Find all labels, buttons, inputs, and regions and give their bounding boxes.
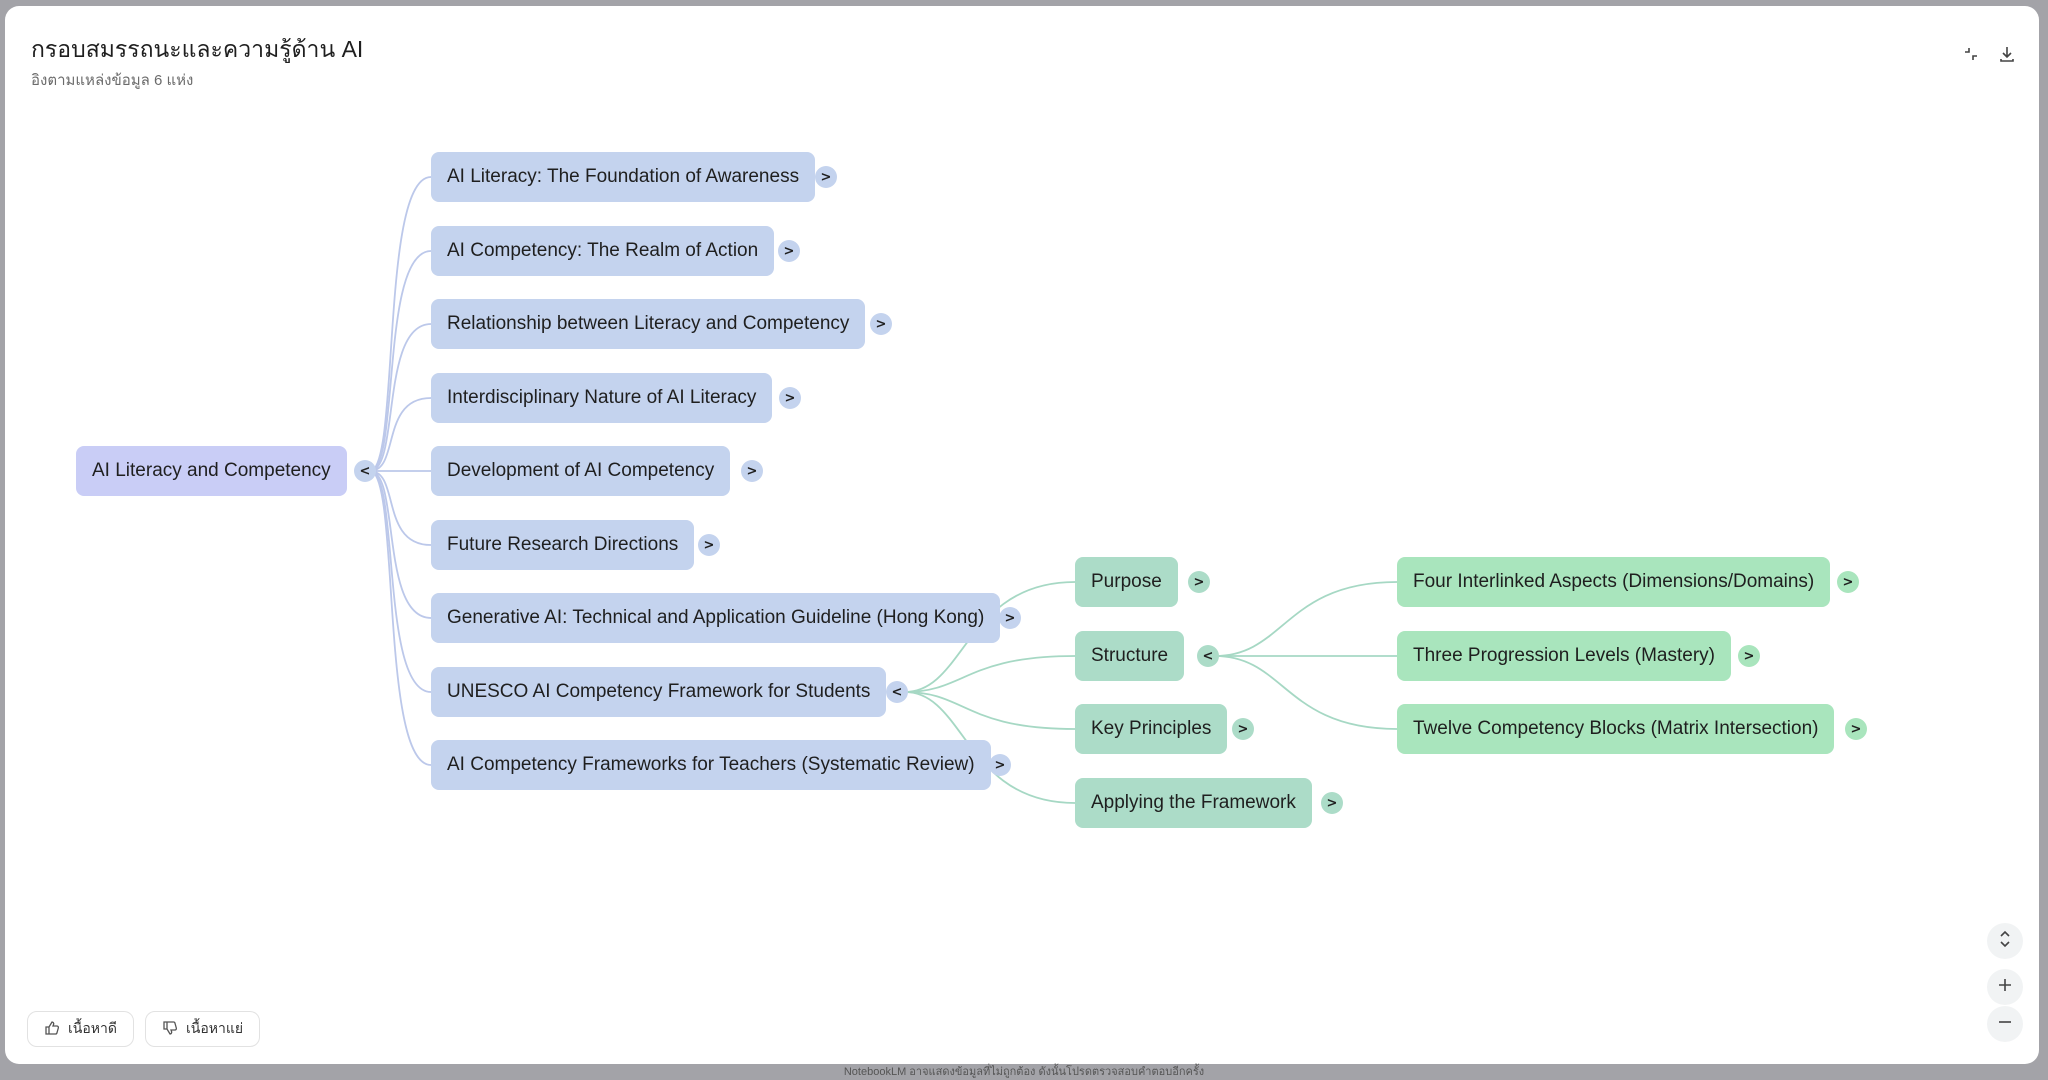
expand-toggle[interactable]: > bbox=[989, 754, 1011, 776]
node-unesco-framework[interactable]: UNESCO AI Competency Framework for Stude… bbox=[431, 667, 887, 717]
expand-toggle[interactable]: > bbox=[999, 607, 1021, 629]
node-label: Generative AI: Technical and Application… bbox=[447, 607, 985, 628]
plus-icon bbox=[1998, 978, 2012, 997]
node-four-aspects[interactable]: Four Interlinked Aspects (Dimensions/Dom… bbox=[1397, 557, 1831, 607]
bad-content-button[interactable]: เนื้อหาแย่ bbox=[145, 1011, 261, 1047]
node-ai-competency-realm[interactable]: AI Competency: The Realm of Action bbox=[431, 226, 775, 276]
good-content-button[interactable]: เนื้อหาดี bbox=[27, 1011, 134, 1047]
mindmap-dialog: กรอบสมรรถนะและความรู้ด้าน AI อิงตามแหล่ง… bbox=[5, 6, 2039, 1064]
page-subtitle: อิงตามแหล่งข้อมูล 6 แห่ง bbox=[31, 72, 194, 89]
node-label: Twelve Competency Blocks (Matrix Interse… bbox=[1413, 718, 1819, 739]
node-generative-ai-guideline[interactable]: Generative AI: Technical and Application… bbox=[431, 593, 1001, 643]
minus-icon bbox=[1998, 1015, 2012, 1034]
zoom-out-button[interactable] bbox=[1987, 1006, 2023, 1042]
expand-toggle[interactable]: > bbox=[778, 240, 800, 262]
zoom-in-button[interactable] bbox=[1987, 969, 2023, 1005]
mindmap-edges bbox=[369, 176, 1398, 804]
page-title: กรอบสมรรถนะและความรู้ด้าน AI bbox=[31, 36, 364, 62]
expand-collapse-icon bbox=[1997, 930, 2013, 953]
mindmap-root-node[interactable]: AI Literacy and Competency bbox=[76, 446, 347, 496]
node-label: Relationship between Literacy and Compet… bbox=[447, 313, 850, 334]
expand-collapse-button[interactable] bbox=[1987, 923, 2023, 959]
node-label: AI Competency Frameworks for Teachers (S… bbox=[447, 754, 975, 775]
collapse-toggle[interactable]: < bbox=[886, 681, 908, 703]
node-development-ai-competency[interactable]: Development of AI Competency bbox=[431, 446, 731, 496]
node-key-principles[interactable]: Key Principles bbox=[1075, 704, 1228, 754]
expand-toggle[interactable]: > bbox=[1232, 718, 1254, 740]
good-content-label: เนื้อหาดี bbox=[68, 1020, 117, 1036]
node-label: Purpose bbox=[1091, 571, 1162, 592]
node-label: AI Literacy: The Foundation of Awareness bbox=[447, 166, 800, 187]
node-label: Applying the Framework bbox=[1091, 792, 1296, 813]
expand-toggle[interactable]: > bbox=[1188, 571, 1210, 593]
node-label: UNESCO AI Competency Framework for Stude… bbox=[447, 681, 871, 702]
node-structure[interactable]: Structure bbox=[1075, 631, 1185, 681]
expand-toggle[interactable]: > bbox=[1837, 571, 1859, 593]
expand-toggle[interactable]: > bbox=[870, 313, 892, 335]
node-relationship-literacy-competency[interactable]: Relationship between Literacy and Compet… bbox=[431, 299, 866, 349]
node-label: Structure bbox=[1091, 645, 1169, 666]
node-label: Four Interlinked Aspects (Dimensions/Dom… bbox=[1413, 571, 1815, 592]
node-three-levels[interactable]: Three Progression Levels (Mastery) bbox=[1397, 631, 1731, 681]
collapse-toggle[interactable]: < bbox=[1197, 645, 1219, 667]
expand-toggle[interactable]: > bbox=[698, 534, 720, 556]
bad-content-label: เนื้อหาแย่ bbox=[186, 1020, 244, 1036]
node-teacher-frameworks[interactable]: AI Competency Frameworks for Teachers (S… bbox=[431, 740, 991, 790]
root-node-label: AI Literacy and Competency bbox=[92, 460, 331, 481]
node-purpose[interactable]: Purpose bbox=[1075, 557, 1178, 607]
thumbs-up-icon bbox=[44, 1020, 60, 1039]
node-applying-framework[interactable]: Applying the Framework bbox=[1075, 778, 1312, 828]
expand-toggle[interactable]: > bbox=[741, 460, 763, 482]
root-collapse-toggle[interactable]: < bbox=[354, 460, 376, 482]
node-future-research[interactable]: Future Research Directions bbox=[431, 520, 695, 570]
node-ai-literacy-foundation[interactable]: AI Literacy: The Foundation of Awareness bbox=[431, 152, 816, 202]
expand-toggle[interactable]: > bbox=[1321, 792, 1343, 814]
node-interdisciplinary-nature[interactable]: Interdisciplinary Nature of AI Literacy bbox=[431, 373, 773, 423]
node-label: Development of AI Competency bbox=[447, 460, 715, 481]
expand-toggle[interactable]: > bbox=[1738, 645, 1760, 667]
node-twelve-blocks[interactable]: Twelve Competency Blocks (Matrix Interse… bbox=[1397, 704, 1835, 754]
node-label: Interdisciplinary Nature of AI Literacy bbox=[447, 387, 757, 408]
node-label: Three Progression Levels (Mastery) bbox=[1413, 645, 1715, 666]
node-label: Key Principles bbox=[1091, 718, 1212, 739]
expand-toggle[interactable]: > bbox=[1845, 718, 1867, 740]
download-icon[interactable] bbox=[1993, 40, 2021, 68]
node-label: AI Competency: The Realm of Action bbox=[447, 240, 759, 261]
thumbs-down-icon bbox=[162, 1020, 178, 1039]
collapse-icon[interactable] bbox=[1957, 40, 1985, 68]
expand-toggle[interactable]: > bbox=[815, 166, 837, 188]
node-label: Future Research Directions bbox=[447, 534, 679, 555]
expand-toggle[interactable]: > bbox=[779, 387, 801, 409]
disclaimer-note: NotebookLM อาจแสดงข้อมูลที่ไม่ถูกต้อง ดั… bbox=[843, 1066, 1205, 1078]
